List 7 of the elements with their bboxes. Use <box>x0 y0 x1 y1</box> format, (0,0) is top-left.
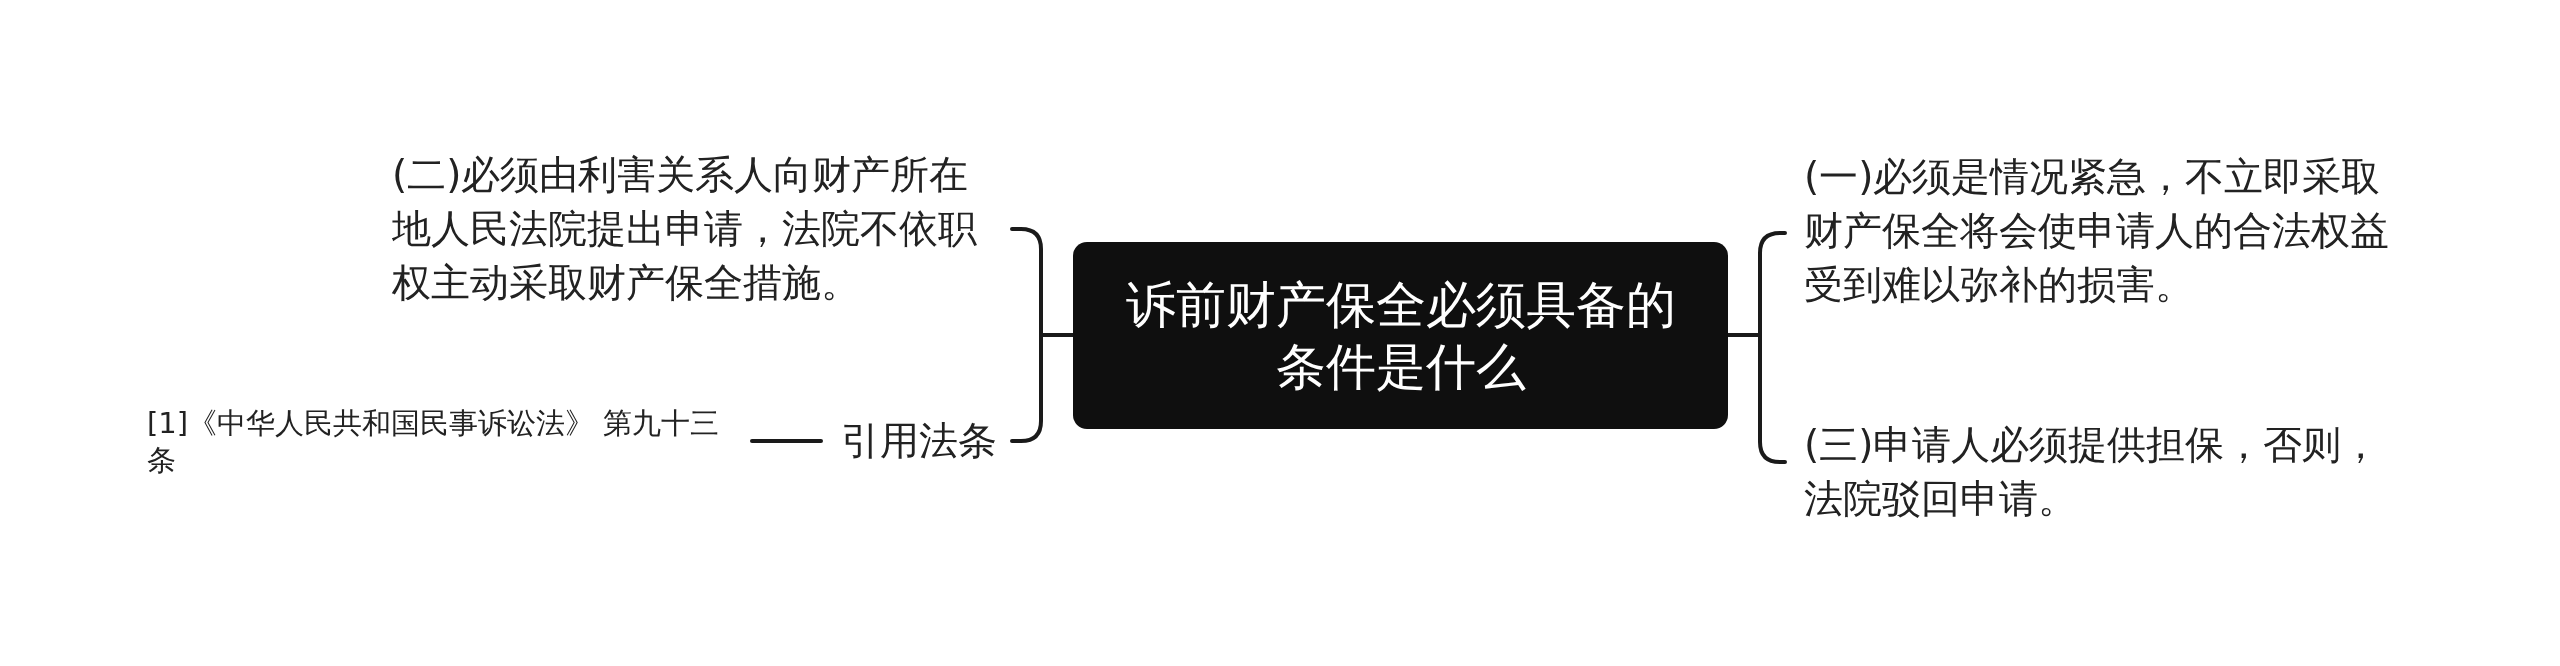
topic-box: 诉前财产保全必须具备的条件是什么 <box>1073 242 1728 429</box>
connector-line <box>750 439 823 443</box>
topic-text: (三)申请人必须提供担保，否则，法院驳回申请。 <box>1785 418 2404 526</box>
topic-text: (二)必须由利害关系人向财产所在地人民法院提出申请，法院不依职权主动采取财产保全措施。 <box>392 148 1012 310</box>
topic-text: (一)必须是情况紧急，不立即采取财产保全将会使申请人的合法权益受到难以弥补的损害。 <box>1785 150 2404 312</box>
citation-text: [1]《中华人民共和国民事诉讼法》 第九十三条 <box>147 405 752 479</box>
topic-text: 引用法条 <box>821 414 1012 468</box>
